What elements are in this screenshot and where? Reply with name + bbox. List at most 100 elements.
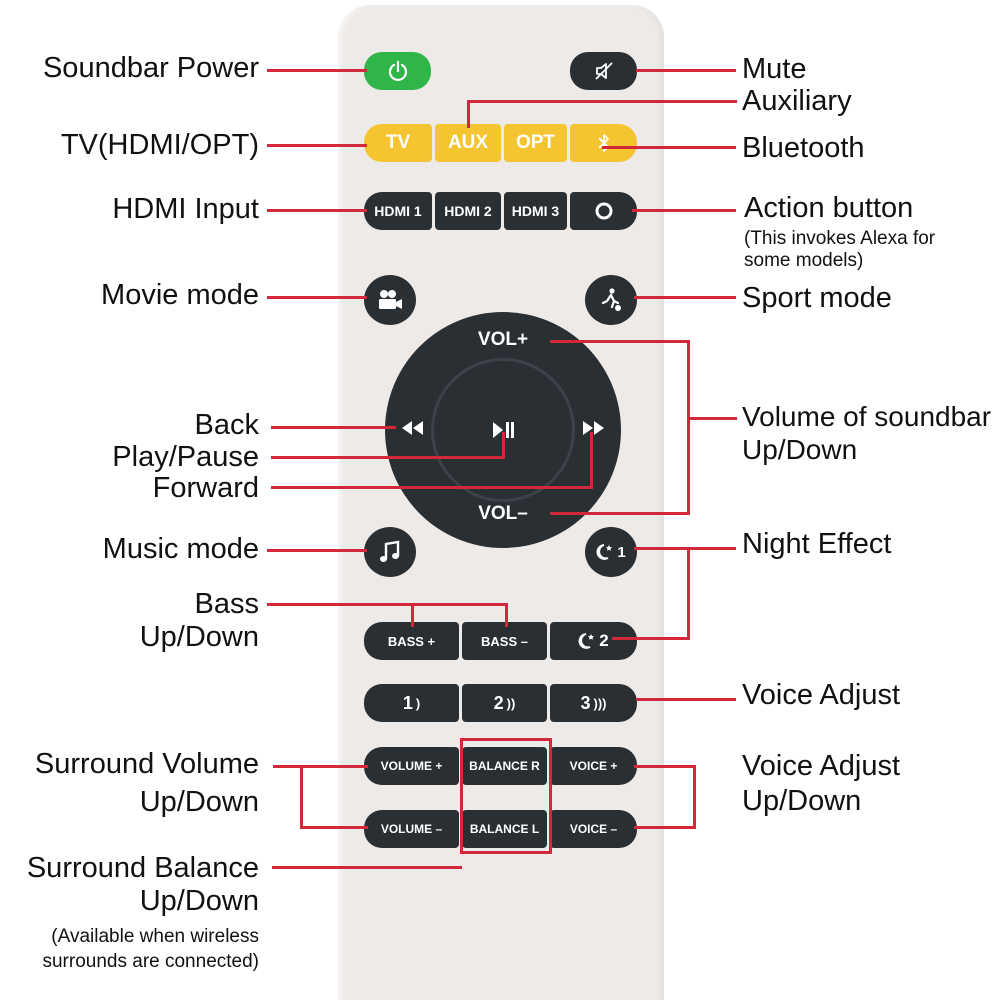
callout-line [634,296,736,299]
surround-volume-up-button[interactable]: VOLUME + [364,747,459,785]
night-effect-2-number: 2 [599,631,609,650]
callout-line [467,100,737,103]
callout-line [634,765,696,768]
bass-up-button[interactable]: BASS + [364,622,459,660]
hdmi2-button-label: HDMI 2 [444,203,492,219]
note-action-line-1: (This invokes Alexa for [744,228,936,249]
label-volume-soundbar-updown: Up/Down [742,434,858,465]
hdmi3-button[interactable]: HDMI 3 [504,192,567,230]
callout-line [267,144,367,147]
label-action-button: Action button [744,192,914,224]
callout-line [687,417,737,420]
surround-volume-down-label: VOLUME – [380,822,443,836]
callout-line [267,69,367,72]
callout-line [273,765,368,768]
sound-wave-2-icon: )) [506,695,516,711]
callout-line [267,603,508,606]
label-play-pause: Play/Pause [112,441,259,473]
callout-line [271,426,396,429]
rewind-icon [402,421,423,435]
balance-r-button[interactable]: BALANCE R [462,747,547,785]
moon-star-icon [596,544,613,560]
callout-line [550,512,690,515]
voice-level-3-label: 3 [580,692,591,713]
callout-line [505,603,508,627]
callout-line [687,547,690,640]
music-mode-button[interactable] [364,527,416,577]
sound-wave-3-icon: ))) [593,695,607,711]
night-effect-1-button[interactable]: 1 [585,527,637,577]
label-tv-hdmi-opt: TV(HDMI/OPT) [60,129,259,161]
vol-down-button[interactable]: VOL– [463,500,543,528]
vol-up-button[interactable]: VOL+ [463,326,543,354]
surround-volume-down-button[interactable]: VOLUME – [364,810,459,848]
voice-level-3-button[interactable]: 3))) [550,684,637,722]
moon-star-icon [578,633,595,649]
forward-button[interactable] [574,412,614,444]
voice-up-button[interactable]: VOICE + [550,747,637,785]
hdmi2-button[interactable]: HDMI 2 [435,192,501,230]
play-pause-icon [493,422,514,438]
surround-volume-up-label: VOLUME + [380,759,443,773]
mute-button[interactable] [570,52,637,90]
callout-line [467,100,470,128]
callout-line [300,826,368,829]
voice-down-label: VOICE – [569,822,618,836]
bluetooth-icon [597,134,609,152]
fast-forward-icon [583,421,604,435]
callout-line [634,547,736,550]
callout-line [502,432,505,459]
voice-level-1-label: 1 [402,692,413,713]
callout-line [267,296,367,299]
callout-line [612,637,690,640]
opt-button[interactable]: OPT [504,124,567,162]
callout-line [634,826,696,829]
aux-button[interactable]: AUX [435,124,501,162]
label-surround-volume-updown: Up/Down [139,786,259,818]
callout-line [272,866,462,869]
hdmi1-button-label: HDMI 1 [374,203,422,219]
play-pause-button[interactable] [434,361,572,499]
callout-line [636,69,736,72]
label-mute: Mute [742,53,807,85]
balance-highlight-box [460,738,552,854]
bluetooth-button[interactable] [570,124,637,162]
callout-line [693,765,696,828]
power-icon [388,60,407,82]
label-back: Back [194,409,259,441]
callout-line [411,603,414,627]
alexa-ring-icon [595,202,612,220]
mute-icon [594,62,613,80]
night-effect-2-button[interactable]: 2 [550,622,637,660]
label-voice-adjust-updown: Up/Down [742,785,862,817]
hdmi1-button[interactable]: HDMI 1 [364,192,432,230]
bass-down-button[interactable]: BASS – [462,622,547,660]
sport-mode-button[interactable] [585,275,637,325]
sound-wave-1-icon: ) [415,695,421,711]
callout-line [267,549,367,552]
bass-down-label: BASS – [481,633,528,649]
voice-level-2-button[interactable]: 2)) [462,684,547,722]
tv-button-label: TV [385,132,411,153]
bass-up-label: BASS + [387,633,436,649]
action-button[interactable] [570,192,637,230]
callout-line [267,209,367,212]
callout-line [550,340,690,343]
power-button[interactable] [364,52,431,90]
back-button[interactable] [392,412,432,444]
label-night-effect: Night Effect [742,528,892,560]
label-music-mode: Music mode [102,533,259,565]
note-action-line-2: some models) [744,250,864,271]
movie-mode-button[interactable] [364,275,416,325]
label-bass-updown: Up/Down [139,621,259,653]
voice-level-1-button[interactable]: 1) [364,684,459,722]
vol-down-label: VOL– [478,503,528,524]
voice-down-button[interactable]: VOICE – [550,810,637,848]
aux-button-label: AUX [447,132,489,153]
night-effect-1-number: 1 [617,543,626,561]
tv-button[interactable]: TV [364,124,432,162]
balance-l-button[interactable]: BALANCE L [462,810,547,848]
voice-level-2-label: 2 [493,692,504,713]
label-hdmi-input: HDMI Input [112,193,259,225]
